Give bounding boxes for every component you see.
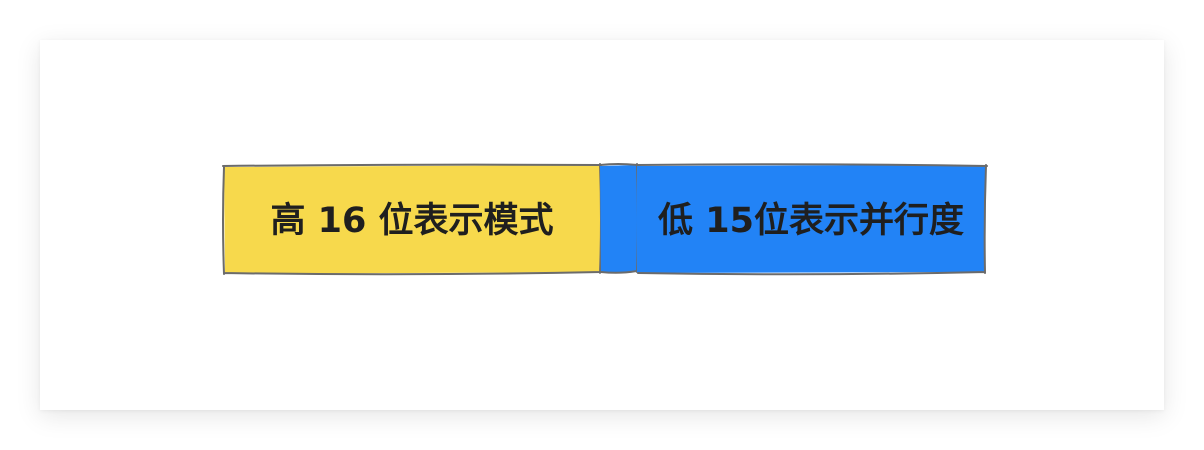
segment-low-15-bits: 低 15位表示并行度 (636, 163, 988, 276)
segment-sign-bit-fill (600, 165, 637, 273)
diagram-canvas: 高 16 位表示模式 低 15位表示并行度 (40, 40, 1164, 410)
bit-layout-diagram: 高 16 位表示模式 低 15位表示并行度 (222, 163, 988, 276)
segment-high-16-bits-label: 高 16 位表示模式 (270, 201, 553, 241)
segment-high-16-bits: 高 16 位表示模式 (222, 163, 602, 276)
segment-sign-bit (599, 163, 639, 274)
segment-high-16-bits-fill (224, 165, 601, 274)
segment-low-15-bits-fill (637, 165, 986, 273)
segment-low-15-bits-label: 低 15位表示并行度 (658, 201, 964, 241)
segment-low-15-bits-outline (636, 163, 988, 276)
